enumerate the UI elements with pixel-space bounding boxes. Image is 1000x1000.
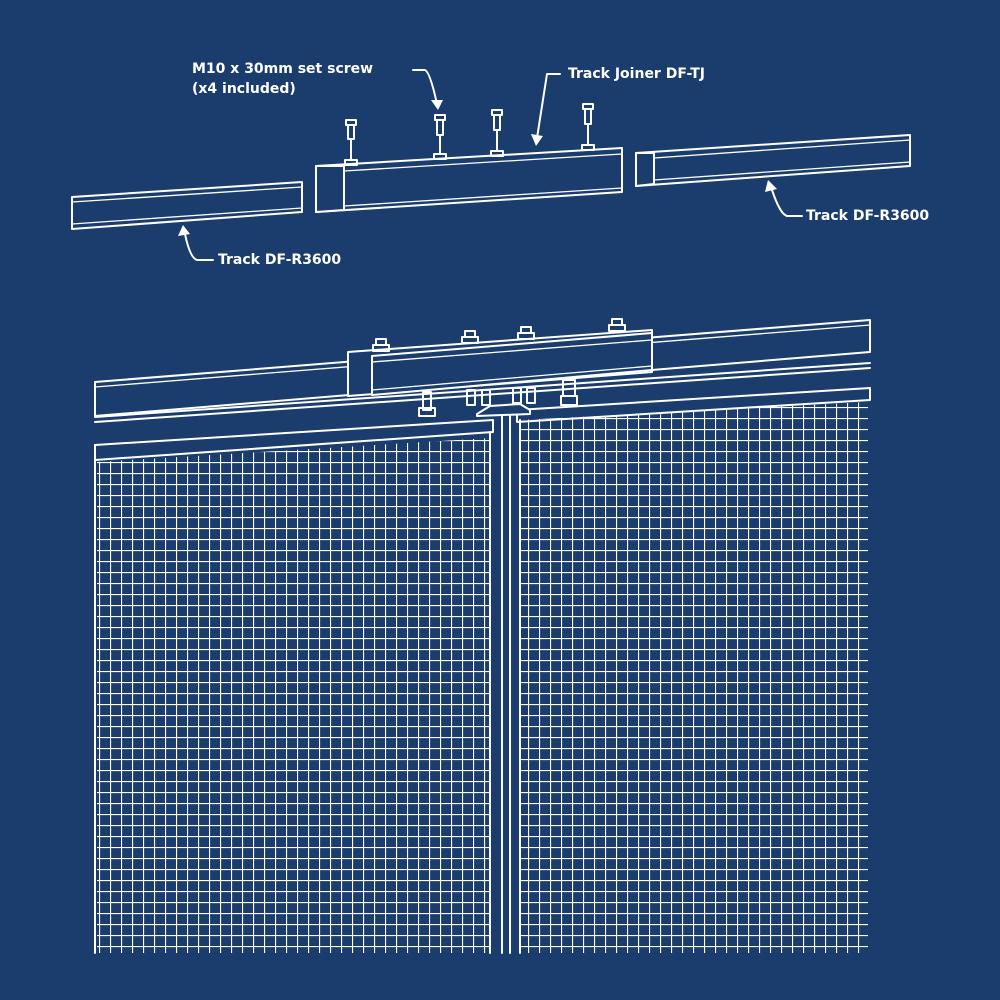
track-assembled [94, 319, 871, 417]
mesh-panel-right [516, 387, 871, 954]
screw-icon [517, 326, 535, 340]
screw-icon [461, 330, 479, 344]
track-joiner-exploded [315, 147, 623, 213]
screw-icon [581, 103, 595, 151]
track-left-label: Track DF-R3600 [218, 252, 342, 268]
mesh-panel-left [94, 419, 494, 954]
screw-icon [344, 119, 358, 166]
set-screw-quantity-label: (x4 included) [192, 81, 296, 97]
track-right-label: Track DF-R3600 [806, 208, 930, 224]
track-joiner-label: Track Joiner DF-TJ [568, 66, 705, 82]
leader-arrows [178, 69, 803, 261]
screw-icon [608, 318, 626, 332]
set-screws-assembled [372, 318, 626, 352]
screw-icon [372, 338, 390, 352]
hangers [418, 379, 578, 417]
screw-icon [490, 109, 504, 157]
screw-icon [433, 114, 447, 160]
track-left-exploded [71, 181, 303, 230]
set-screw-label: M10 x 30mm set screw [192, 61, 374, 77]
track-right-exploded [635, 134, 911, 187]
set-screws [344, 103, 595, 166]
